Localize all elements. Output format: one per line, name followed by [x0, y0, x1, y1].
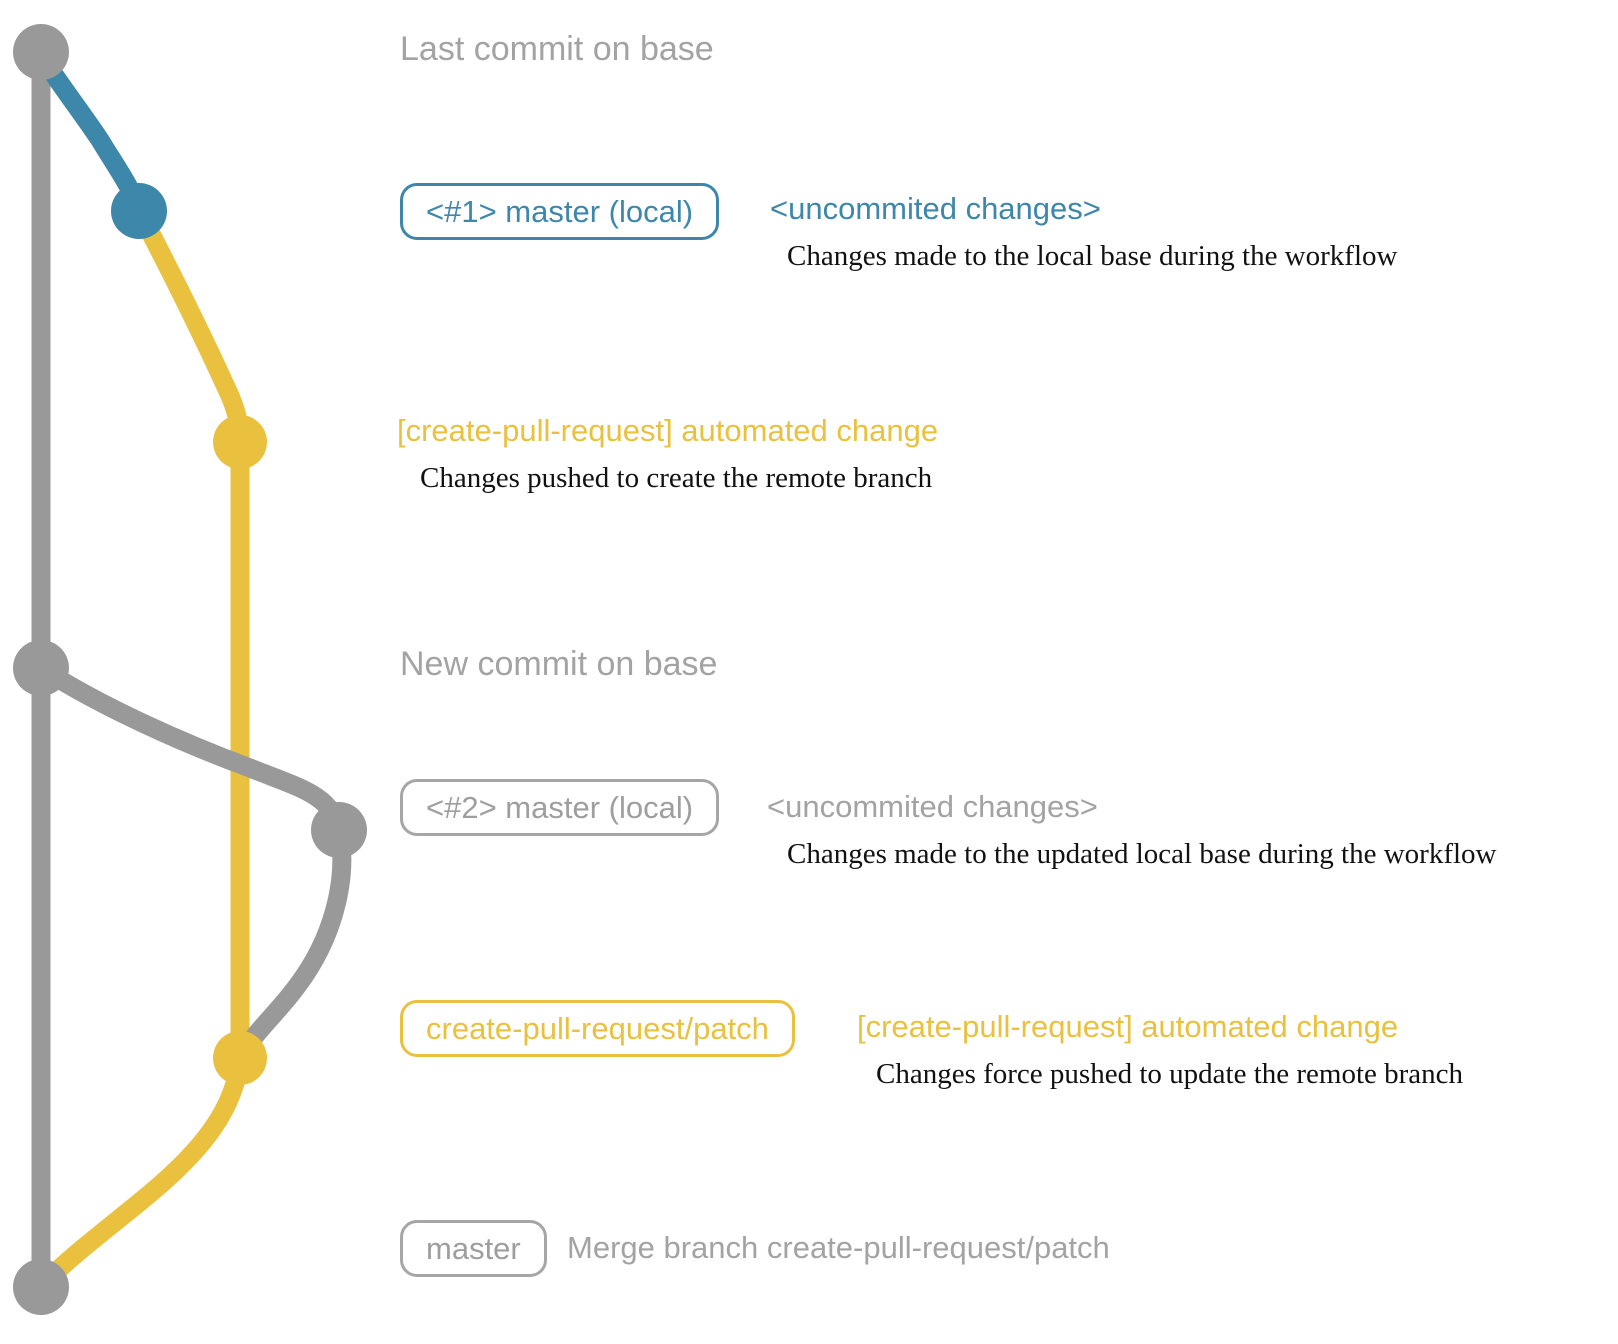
commit-node-patch-create	[213, 415, 267, 469]
commit-message-uncommitted-1: <uncommited changes>	[770, 191, 1101, 226]
branch-badge-master-local-1: <#1> master (local)	[400, 183, 720, 240]
commit-node-patch-update	[213, 1031, 267, 1085]
branch-badge-master: master	[400, 1220, 547, 1277]
local2-branch-merge-curve	[230, 820, 352, 1068]
commit-node-last-base	[13, 24, 69, 80]
commit-message-uncommitted-2: <uncommited changes>	[767, 789, 1098, 824]
note-last-commit-on-base: Last commit on base	[400, 30, 714, 68]
commit-description-automated-change-1: Changes pushed to create the remote bran…	[420, 462, 933, 494]
commit-message-automated-change-1: [create-pull-request] automated change	[397, 413, 939, 448]
commit-description-uncommitted-2: Changes made to the updated local base d…	[787, 838, 1497, 870]
commit-node-local2	[311, 802, 367, 858]
branch-badge-master-local-2: <#2> master (local)	[400, 779, 720, 836]
commit-node-new-base	[13, 640, 69, 696]
commit-message-merge-branch: Merge branch create-pull-request/patch	[567, 1230, 1110, 1265]
commit-description-automated-change-2: Changes force pushed to update the remot…	[876, 1058, 1464, 1090]
patch-branch-fork-curve	[129, 201, 250, 452]
local2-branch-fork-curve	[31, 658, 349, 840]
commit-description-uncommitted-1: Changes made to the local base during th…	[787, 240, 1398, 272]
branch-badge-create-pull-request-patch: create-pull-request/patch	[400, 1000, 795, 1057]
commit-message-automated-change-2: [create-pull-request] automated change	[857, 1009, 1399, 1044]
patch-branch-merge-curve	[31, 1048, 250, 1297]
commit-node-merge	[13, 1259, 69, 1315]
note-new-commit-on-base: New commit on base	[400, 645, 718, 683]
commit-node-local1	[111, 183, 167, 239]
